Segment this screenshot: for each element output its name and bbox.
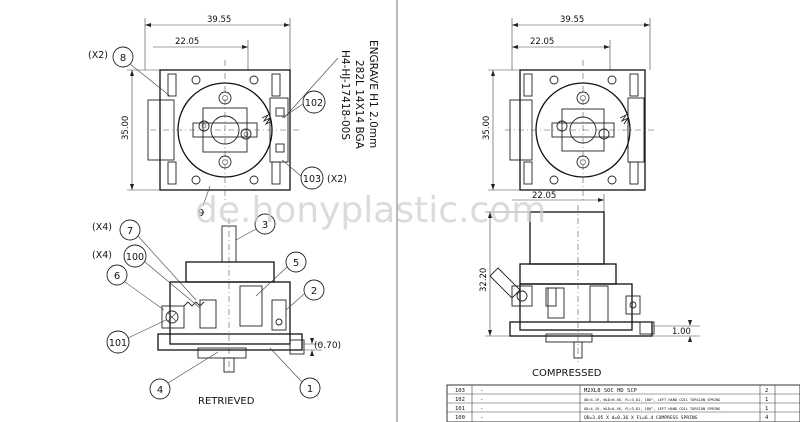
bom-desc: OD=3.05 X d=0.36 X FL=6.4 COMPRESS SPRIN…	[584, 415, 698, 421]
bom-desc: OD=4.19, WLD=0.46, FL=3.81, 180°, LEFT H…	[584, 398, 720, 402]
callout-103: 103	[303, 174, 321, 185]
bom-desc: OD=4.19, WLD=0.46, FL=3.81, 180°, LEFT H…	[584, 407, 720, 411]
bom-item: 102	[455, 397, 465, 403]
view-title-compressed: COMPRESSED	[532, 368, 602, 379]
callout-3: 3	[262, 220, 268, 231]
callout-8-qty: (X2)	[88, 50, 108, 61]
bom-row: 103 - M2XL8 SOC HD SCP 2	[455, 388, 768, 394]
engrave-line-3: H4-HJ-17418-00S	[339, 50, 351, 140]
left-side-view: (0.70) RETRIEVED	[157, 218, 341, 407]
dim-width-left: 39.55	[207, 15, 231, 25]
callouts-left-top: (X2) 8 102 103 (X2) 9	[88, 46, 347, 219]
callout-4: 4	[157, 385, 163, 396]
bom-part: -	[480, 388, 483, 394]
callout-7-qty: (X4)	[92, 222, 112, 233]
bom-row: 102 - OD=4.19, WLD=0.46, FL=3.81, 180°, …	[455, 397, 768, 403]
callout-101: 101	[109, 338, 127, 349]
engrave-line-1: ENGRAVE H1 2.0mm	[367, 40, 379, 148]
view-title-retrieved: RETRIEVED	[198, 396, 255, 407]
left-top-view: 39.55 22.05 35.00	[121, 15, 300, 200]
bom-table: 103 - M2XL8 SOC HD SCP 2 102 - OD=4.19, …	[446, 384, 800, 422]
watermark-text: de.honyplastic.com	[195, 190, 546, 231]
engrave-note: ENGRAVE H1 2.0mm 282L 14X14 BGA H4-HJ-17…	[283, 40, 379, 150]
callout-102: 102	[305, 98, 323, 109]
bom-qty: 2	[765, 388, 768, 394]
callout-1: 1	[307, 384, 313, 395]
bom-desc: M2XL8 SOC HD SCP	[584, 388, 638, 394]
bom-row: 100 - OD=3.05 X d=0.36 X FL=6.4 COMPRESS…	[455, 415, 769, 421]
callouts-left-side: 3 (X4) 7 (X4) 100 5 6 2 101 4 1	[92, 213, 325, 400]
right-side-view: 22.05 32.20 1.00 COMPRESSED	[479, 191, 700, 379]
engrave-line-2: 282L 14X14 BGA	[353, 60, 365, 150]
callout-5: 5	[293, 258, 299, 269]
dim-top-compressed: 22.05	[532, 191, 556, 201]
bom-part: -	[480, 406, 483, 412]
dim-height-compressed: 32.20	[479, 268, 489, 292]
dim-inner-right: 22.05	[530, 37, 554, 47]
dim-inner-left: 22.05	[175, 37, 199, 47]
dim-width-right: 39.55	[560, 15, 584, 25]
bom-item: 101	[455, 406, 465, 412]
callout-100: 100	[126, 252, 144, 263]
callout-103-qty: (X2)	[327, 174, 347, 185]
bom-row: 101 - OD=4.19, WLD=0.46, FL=3.81, 180°, …	[455, 406, 768, 412]
bom-part: -	[480, 415, 483, 421]
bom-qty: 1	[765, 406, 768, 412]
callout-8: 8	[120, 53, 126, 64]
bom-part: -	[480, 397, 483, 403]
callout-7: 7	[127, 226, 133, 237]
callout-6: 6	[114, 271, 120, 282]
dim-offset-compressed: 1.00	[672, 327, 691, 337]
dim-height-right: 35.00	[482, 116, 492, 140]
dim-offset-left: (0.70)	[314, 341, 341, 351]
callout-100-qty: (X4)	[92, 250, 112, 261]
callout-9: 9	[198, 208, 204, 219]
bom-item: 100	[455, 415, 465, 421]
bom-qty: 1	[765, 397, 768, 403]
right-top-view: 39.55 22.05 35.00	[482, 15, 655, 200]
bom-qty: 4	[765, 415, 769, 421]
bom-item: 103	[455, 388, 465, 394]
dim-height-left: 35.00	[121, 116, 131, 140]
callout-2: 2	[311, 286, 317, 297]
